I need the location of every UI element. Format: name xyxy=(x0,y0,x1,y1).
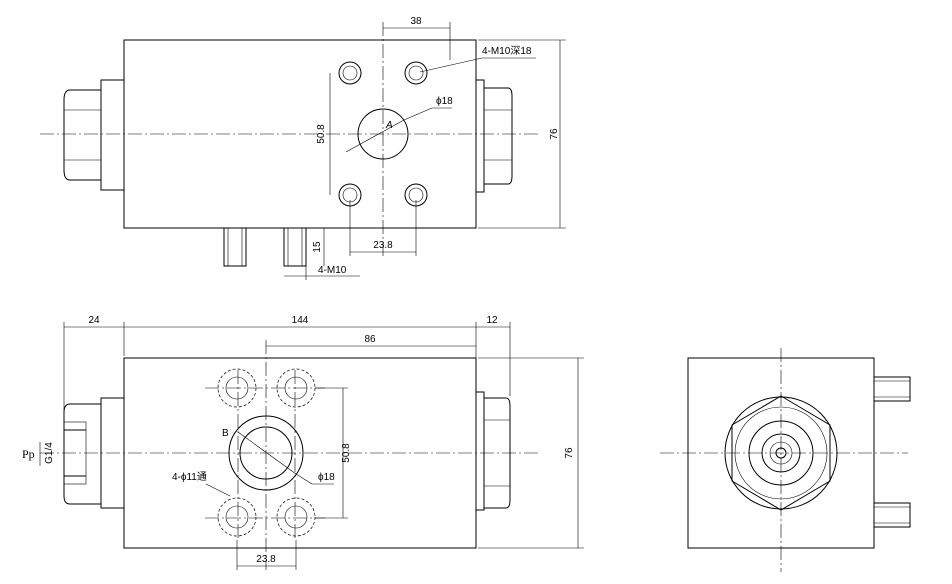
front-label-b: B xyxy=(222,428,229,439)
front-counterbore xyxy=(276,497,316,537)
front-dim-12: 12 xyxy=(486,315,498,326)
front-dim-through-holes: 4-ϕ11通 xyxy=(172,471,207,483)
front-dim-144: 144 xyxy=(292,315,309,326)
front-port-b-seal-ring xyxy=(228,415,304,491)
top-view: 38 4-M10深18 ϕ18 A 50.8 76 23.8 15 4-M10 xyxy=(40,16,566,280)
front-left-nut xyxy=(63,403,101,505)
top-dim-bolt-thread: 4-M10 xyxy=(318,265,347,276)
front-counterbore xyxy=(217,368,257,408)
front-view: 24 144 12 86 B 50.8 ϕ18 4-ϕ11通 23.8 76 P… xyxy=(22,315,584,570)
top-right-flange xyxy=(475,79,485,193)
top-dim-38: 38 xyxy=(410,16,422,27)
front-dim-24: 24 xyxy=(88,315,100,326)
front-dim-23-8: 23.8 xyxy=(256,554,276,565)
top-dim-50-8: 50.8 xyxy=(316,124,327,144)
front-dim-50-8: 50.8 xyxy=(341,443,352,463)
side-bottom-bolt xyxy=(873,502,911,528)
front-dim-86: 86 xyxy=(364,334,376,345)
top-mounting-hole xyxy=(404,61,428,85)
front-port-b-bore xyxy=(239,426,293,480)
top-dim-76: 76 xyxy=(549,128,560,140)
side-top-bolt xyxy=(873,376,911,402)
side-view xyxy=(660,348,911,572)
top-left-flange xyxy=(100,79,125,191)
top-dim-thread-depth: 4-M10深18 xyxy=(482,45,532,57)
side-port-bore xyxy=(775,447,787,459)
top-dim-23-8: 23.8 xyxy=(373,240,393,251)
front-dim-76: 76 xyxy=(564,447,575,459)
bottom-bolt xyxy=(283,227,307,267)
front-counterbore xyxy=(217,497,257,537)
front-port-thread: G1/4 xyxy=(44,442,55,464)
top-mounting-hole xyxy=(338,61,362,85)
side-nut-outer-circle xyxy=(724,396,838,510)
front-dim-port-diameter: ϕ18 xyxy=(318,472,335,483)
front-port-label: Pp xyxy=(22,447,35,461)
top-port-a-circle xyxy=(357,108,409,160)
bottom-bolt xyxy=(223,227,247,267)
top-label-a: A xyxy=(385,120,393,131)
top-left-nut xyxy=(63,89,101,181)
top-right-nut xyxy=(484,87,513,185)
top-dim-15: 15 xyxy=(312,241,323,253)
top-dim-port-diameter: ϕ18 xyxy=(436,96,453,107)
